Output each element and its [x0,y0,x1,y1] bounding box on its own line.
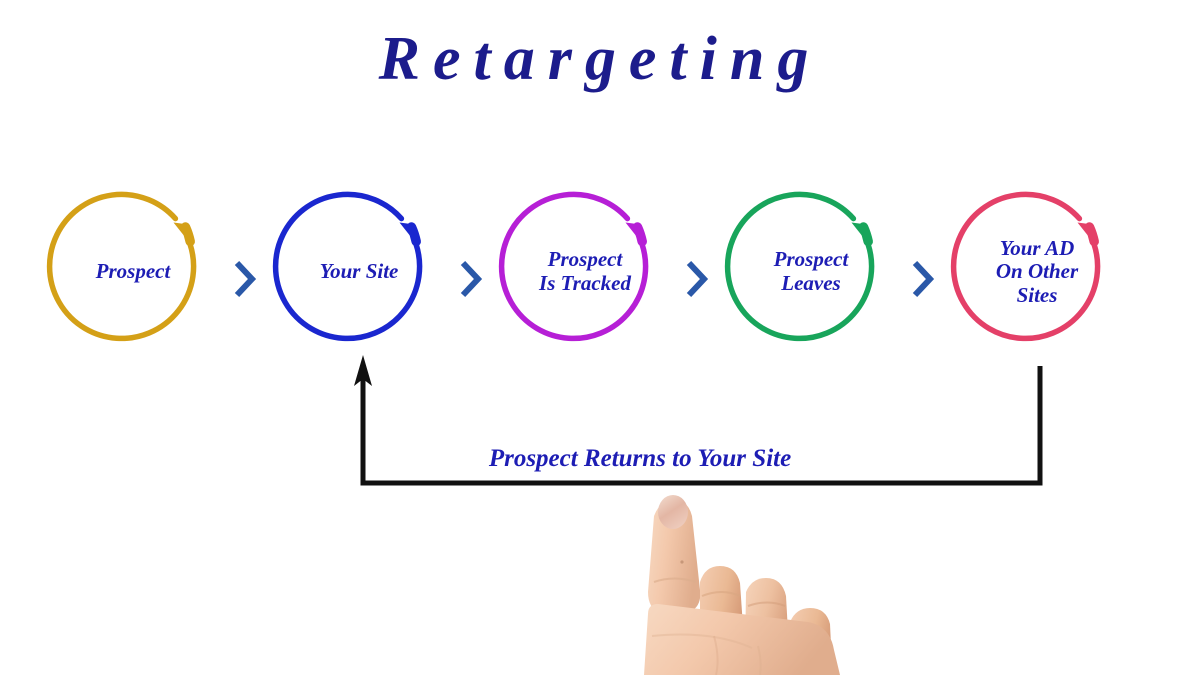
stage-label-line: Sites [1016,282,1058,307]
circular-arrow-icon [950,191,1101,342]
stage-label-line: Prospect [95,259,171,284]
stage-prospect[interactable]: Prospect [46,186,219,358]
stage-label-line: Leaves [781,271,841,295]
page-title: Retargeting [378,25,822,93]
stage-label-line: Your AD [999,235,1075,260]
circular-arrow-icon [724,191,875,342]
stage-label-line: Prospect [547,247,623,272]
stage-label-line: Prospect [773,247,849,272]
stage-label: Your Site [281,186,437,358]
chevron-right-icon [910,258,936,300]
stage-label: Prospect Is Tracked [507,186,663,358]
feedback-loop-label: Prospect Returns to Your Site [488,445,792,472]
pointing-hand-photo [644,495,840,675]
stage-label-line: On Other [995,259,1079,284]
chevron-right-icon [232,258,258,300]
stage-label: Your AD On Other Sites [959,186,1115,358]
stage-label: Prospect [55,186,211,358]
chevron-right-icon [684,258,710,300]
chevron-right-icon [458,258,484,300]
stage-prospect-leaves[interactable]: Prospect Leaves [724,186,897,358]
stage-your-site[interactable]: Your Site [272,186,445,358]
stage-label: Prospect Leaves [733,186,889,358]
stage-label-line: Is Tracked [539,271,631,295]
stage-label-line: Your Site [319,259,399,284]
circular-arrow-icon [272,191,423,342]
stage-your-ad-on-other-sites[interactable]: Your AD On Other Sites [950,186,1123,358]
circular-arrow-icon [498,191,649,342]
stage-prospect-is-tracked[interactable]: Prospect Is Tracked [498,186,671,358]
stage-row: Prospect Your Site [0,186,1200,366]
circular-arrow-icon [46,191,197,342]
